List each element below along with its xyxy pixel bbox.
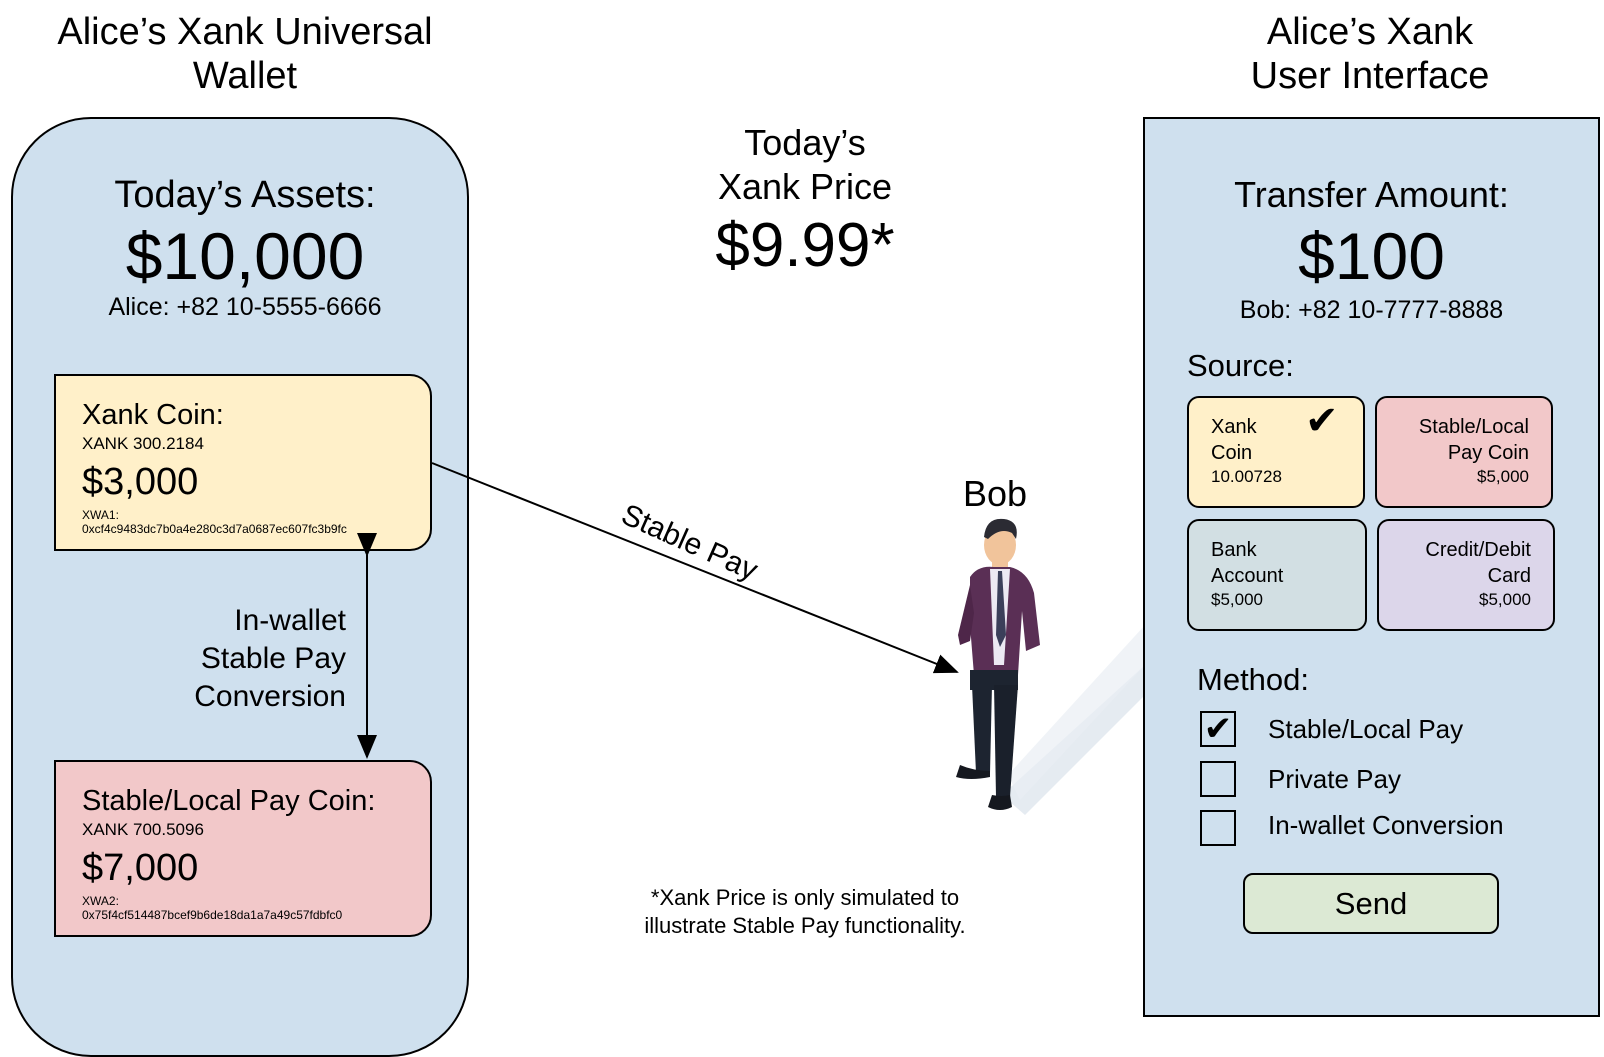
wallet-title: Alice’s Xank Universal Wallet [20,10,470,98]
owner-phone: Alice: +82 10-5555-6666 [108,293,382,321]
stable-coin-address-label: XWA2: [82,894,119,908]
bob-figure-icon [956,518,1145,815]
stable-coin-usd: $7,000 [82,847,199,889]
method-private-pay-checkbox[interactable] [1200,761,1236,797]
method-stable-pay-checkbox[interactable]: ✔ [1200,711,1236,747]
method-stable-pay-label: Stable/Local Pay [1268,714,1464,744]
source-xank-coin-line2: Coin [1211,442,1253,464]
ui-title-line2: User Interface [1250,55,1490,97]
source-xank-coin-amount: 10.00728 [1211,467,1282,486]
source-credit-card-amount: $5,000 [1479,590,1531,609]
ui-title-line1: Alice’s Xank [1266,11,1474,53]
transfer-value: $100 [1298,219,1445,293]
method-label: Method: [1197,662,1310,697]
recipient-name: Bob [962,473,1028,514]
source-stable-coin-amount: $5,000 [1477,467,1529,486]
xank-coin-address-label: XWA1: [82,508,119,522]
price-value: $9.99* [715,211,895,280]
xank-coin-address: 0xcf4c9483dc7b0a4e280c3d7a0687ec607fc3b9… [82,522,347,536]
source-bank-account-line1: Bank [1211,539,1257,561]
recipient-phone: Bob: +82 10-7777-8888 [1239,296,1504,324]
method-private-pay-label: Private Pay [1268,764,1401,794]
stable-pay-arrow [431,462,959,674]
stable-coin-quantity: XANK 700.5096 [82,820,204,839]
source-stable-coin-line1: Stable/Local [1418,416,1529,438]
stable-coin-address: 0x75f4cf514487bcef9b6de18da1a7a49c57fdbf… [82,908,343,922]
source-label: Source: [1187,348,1294,383]
source-credit-card-line2: Card [1487,565,1531,587]
xank-coin-title: Xank Coin: [82,399,224,431]
source-xank-coin-line1: Xank [1211,416,1257,438]
ui-title: Alice’s Xank User Interface [1140,10,1600,98]
xank-coin-usd: $3,000 [82,461,199,503]
source-xank-coin[interactable]: Xank Coin 10.00728 ✔ [1187,396,1365,508]
conversion-label-line2: Stable Pay [200,642,346,675]
arrows-layer [357,462,959,759]
source-stable-coin-line2: Pay Coin [1447,442,1529,464]
source-bank-account-amount: $5,000 [1211,590,1263,609]
stable-coin-card: Stable/Local Pay Coin: XANK 700.5096 $7,… [54,760,432,937]
wallet-title-line2: Wallet [192,55,298,97]
conversion-label-line1: In-wallet [234,604,346,637]
xank-coin-quantity: XANK 300.2184 [82,434,204,453]
stable-coin-title: Stable/Local Pay Coin: [82,785,376,817]
assets-label: Today’s Assets: [114,174,376,216]
wallet-title-line1: Alice’s Xank Universal [57,11,433,53]
conversion-label-line3: Conversion [194,680,346,713]
conversion-label: In-wallet Stable Pay Conversion [150,602,346,716]
method-in-wallet-conversion-checkbox[interactable] [1200,810,1236,846]
selected-check-icon: ✔ [1305,399,1339,443]
checkbox-check-icon: ✔ [1203,710,1233,748]
price-label-line1: Today’s [744,122,866,163]
source-credit-card-line1: Credit/Debit [1425,539,1531,561]
footnote: *Xank Price is only simulated to illustr… [600,884,1010,940]
source-credit-card[interactable]: Credit/Debit Card $5,000 [1377,519,1555,631]
footnote-line1: *Xank Price is only simulated to [650,885,960,910]
method-in-wallet-conversion-label: In-wallet Conversion [1268,810,1504,840]
send-button[interactable]: Send [1243,873,1499,934]
source-bank-account[interactable]: Bank Account $5,000 [1187,519,1367,631]
transfer-label: Transfer Amount: [1234,174,1509,215]
source-bank-account-line2: Account [1211,565,1284,587]
source-stable-coin[interactable]: Stable/Local Pay Coin $5,000 [1375,396,1553,508]
xank-coin-card: Xank Coin: XANK 300.2184 $3,000 XWA1: 0x… [54,374,432,551]
price-label: Today’s Xank Price [660,121,950,209]
price-label-line2: Xank Price [717,166,893,207]
footnote-line2: illustrate Stable Pay functionality. [644,913,966,938]
assets-value: $10,000 [125,219,365,293]
